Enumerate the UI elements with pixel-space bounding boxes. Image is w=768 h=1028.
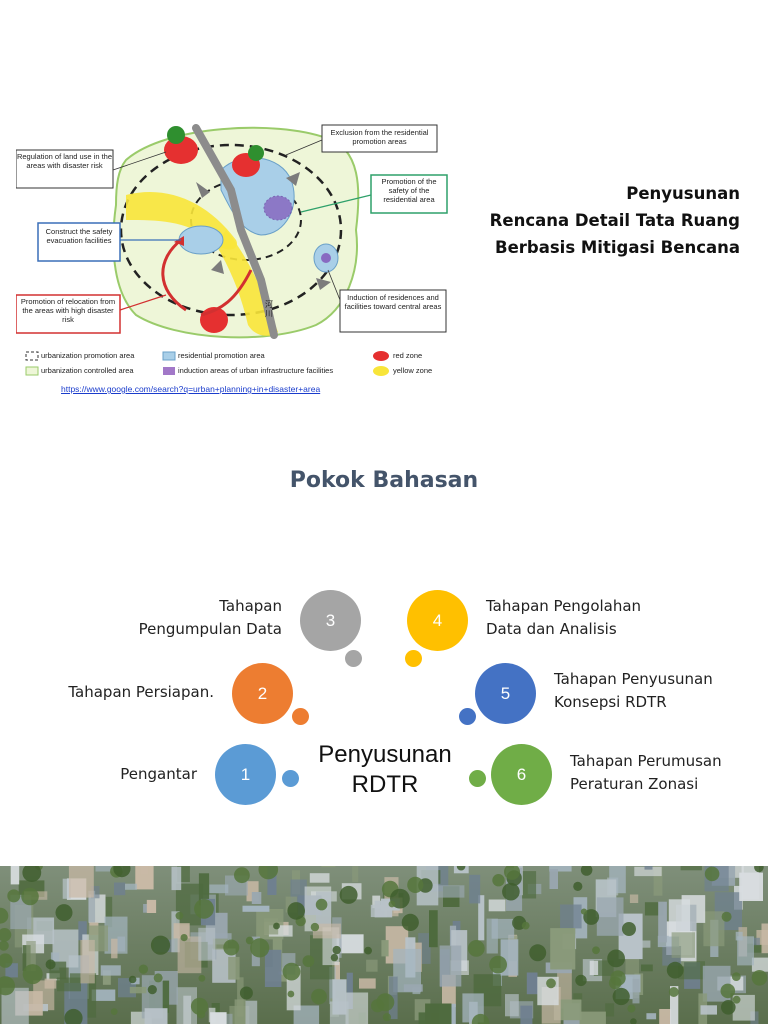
topic-3-line-1: Tahapan [100, 595, 282, 618]
topic-2-label: Tahapan Persiapan. [40, 681, 214, 704]
city-aerial-photo [0, 866, 768, 1024]
topic-4-line-2: Data dan Analisis [486, 618, 706, 641]
topic-3-label: Tahapan Pengumpulan Data [100, 595, 282, 641]
topic-1-label: Pengantar [60, 763, 197, 786]
section-title: Pokok Bahasan [0, 468, 768, 493]
callout-induction: Induction of residences and facilities t… [342, 293, 444, 311]
title-line-1: Penyusunan [440, 180, 740, 207]
topic-6-label: Tahapan Perumusan Peraturan Zonasi [570, 750, 760, 796]
topic-6-line-2: Peraturan Zonasi [570, 773, 760, 796]
topic-3-line-2: Pengumpulan Data [100, 618, 282, 641]
callout-evacuation: Construct the safety evacuation faciliti… [39, 227, 119, 245]
center-label: Penyusunan RDTR [305, 740, 465, 800]
topic-3-dot [345, 650, 362, 667]
title-line-3: Berbasis Mitigasi Bencana [440, 234, 740, 261]
topic-2-dot [292, 708, 309, 725]
topic-6-dot [469, 770, 486, 787]
topic-6-line-1: Tahapan Perumusan [570, 750, 760, 773]
legend-yellow-zone: yellow zone [393, 366, 432, 375]
title-line-2: Rencana Detail Tata Ruang [440, 207, 740, 234]
topic-5-label: Tahapan Penyusunan Konsepsi RDTR [554, 668, 754, 714]
river-label: 河川 [262, 300, 276, 318]
disaster-planning-diagram: Regulation of land use in the areas with… [16, 120, 452, 380]
center-label-line-1: Penyusunan [305, 740, 465, 770]
topic-6-bubble: 6 [491, 744, 552, 805]
topic-5-bubble: 5 [475, 663, 536, 724]
center-label-line-2: RDTR [305, 770, 465, 800]
topic-4-bubble: 4 [407, 590, 468, 651]
city-aerial-illustration [0, 866, 768, 1024]
legend-residential-promotion: residential promotion area [178, 351, 265, 360]
topic-5-line-1: Tahapan Penyusunan [554, 668, 754, 691]
callout-promotion-safety: Promotion of the safety of the residenti… [372, 177, 446, 204]
topic-2-bubble: 2 [232, 663, 293, 724]
callout-exclusion: Exclusion from the residential promotion… [322, 128, 437, 146]
topic-4-line-1: Tahapan Pengolahan [486, 595, 706, 618]
topic-1-dot [282, 770, 299, 787]
callout-relocation: Promotion of relocation from the areas w… [17, 297, 119, 324]
legend-red-zone: red zone [393, 351, 422, 360]
topic-1-bubble: 1 [215, 744, 276, 805]
source-link[interactable]: https://www.google.com/search?q=urban+pl… [61, 384, 320, 394]
legend-induction-infrastructure: induction areas of urban infrastructure … [178, 366, 333, 375]
legend-urbanization-controlled: urbanization controlled area [41, 366, 134, 375]
slide-title: Penyusunan Rencana Detail Tata Ruang Ber… [440, 180, 740, 261]
topic-4-label: Tahapan Pengolahan Data dan Analisis [486, 595, 706, 641]
legend-urbanization-promotion: urbanization promotion area [41, 351, 134, 360]
topic-3-bubble: 3 [300, 590, 361, 651]
topic-5-line-2: Konsepsi RDTR [554, 691, 754, 714]
callout-regulation: Regulation of land use in the areas with… [16, 152, 113, 170]
topic-4-dot [405, 650, 422, 667]
topic-5-dot [459, 708, 476, 725]
